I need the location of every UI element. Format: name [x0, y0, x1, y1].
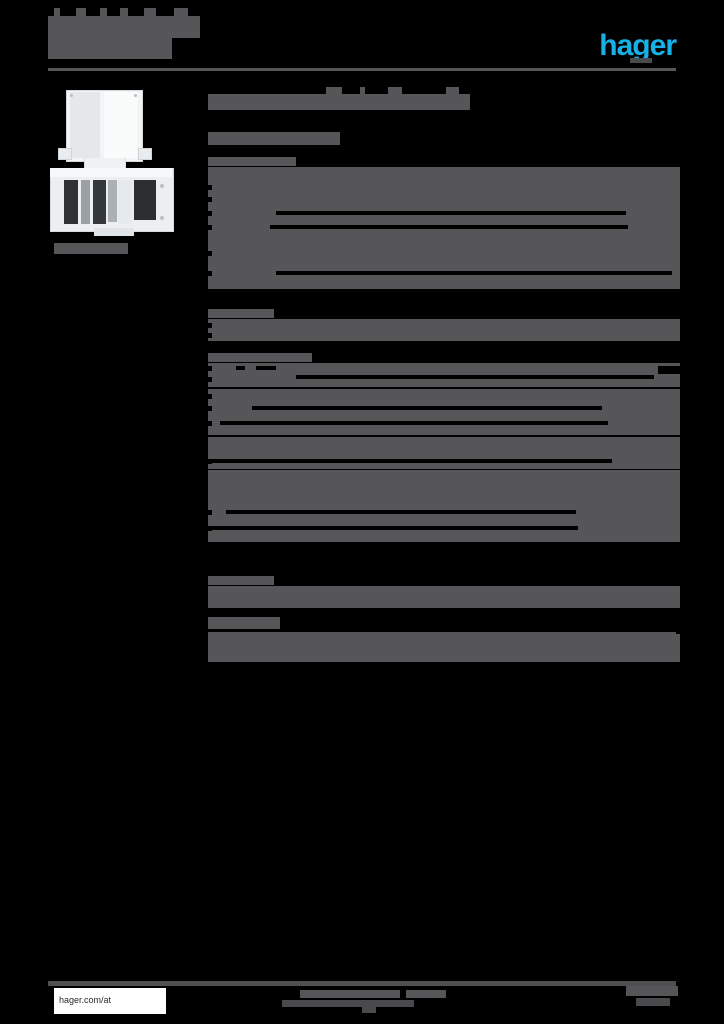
section-rows	[208, 319, 680, 341]
product-image	[48, 88, 178, 238]
page-subtitle	[208, 132, 340, 145]
section-subheading	[208, 617, 280, 629]
section-rows	[208, 586, 680, 608]
header-divider	[48, 68, 676, 71]
product-image-caption	[54, 243, 128, 254]
section-heading	[208, 353, 312, 362]
main-content	[208, 87, 682, 662]
page-title	[208, 87, 470, 110]
section-rows	[208, 470, 680, 542]
section-heading	[208, 576, 274, 585]
footer-right-text	[626, 986, 678, 996]
spec-section	[208, 157, 680, 291]
header-title-line2	[48, 38, 172, 59]
header-title-line1	[48, 16, 200, 38]
section-heading	[208, 309, 274, 318]
footer-url-text: hager.com/at	[59, 995, 112, 1005]
table-row	[208, 628, 682, 662]
section-heading	[208, 157, 296, 166]
hager-logo-shadow	[630, 58, 652, 63]
spec-section	[208, 576, 682, 662]
hager-logo: hager	[599, 29, 677, 62]
section-rows	[208, 363, 680, 387]
footer-divider	[48, 981, 676, 986]
section-rows	[208, 389, 680, 435]
footer-right	[626, 986, 678, 1006]
spec-section	[208, 353, 680, 542]
section-rows	[208, 437, 680, 469]
spec-section	[208, 309, 680, 341]
footer-center	[282, 990, 446, 1013]
left-column	[48, 88, 188, 254]
footer-url[interactable]: hager.com/at	[54, 988, 166, 1014]
footer-center-text	[300, 990, 400, 998]
page-header: hager	[48, 8, 677, 66]
section-rows	[208, 167, 680, 291]
